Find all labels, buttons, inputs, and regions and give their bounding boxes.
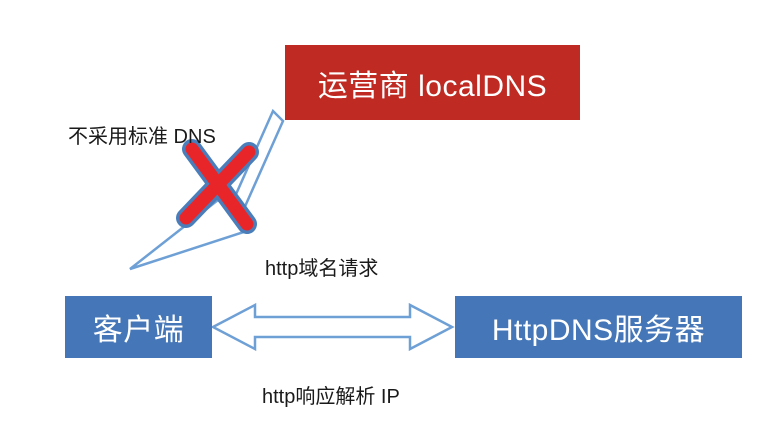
node-httpdns-server: HttpDNS服务器 [455, 296, 742, 358]
http-double-arrow [210, 302, 455, 352]
node-local-dns: 运营商 localDNS [285, 45, 580, 120]
label-http-request: http域名请求 [265, 258, 379, 280]
label-http-response: http响应解析 IP [262, 386, 400, 408]
x-mark [176, 139, 259, 234]
node-client: 客户端 [65, 296, 212, 358]
label-no-standard-dns: 不采用标准 DNS [68, 126, 216, 148]
